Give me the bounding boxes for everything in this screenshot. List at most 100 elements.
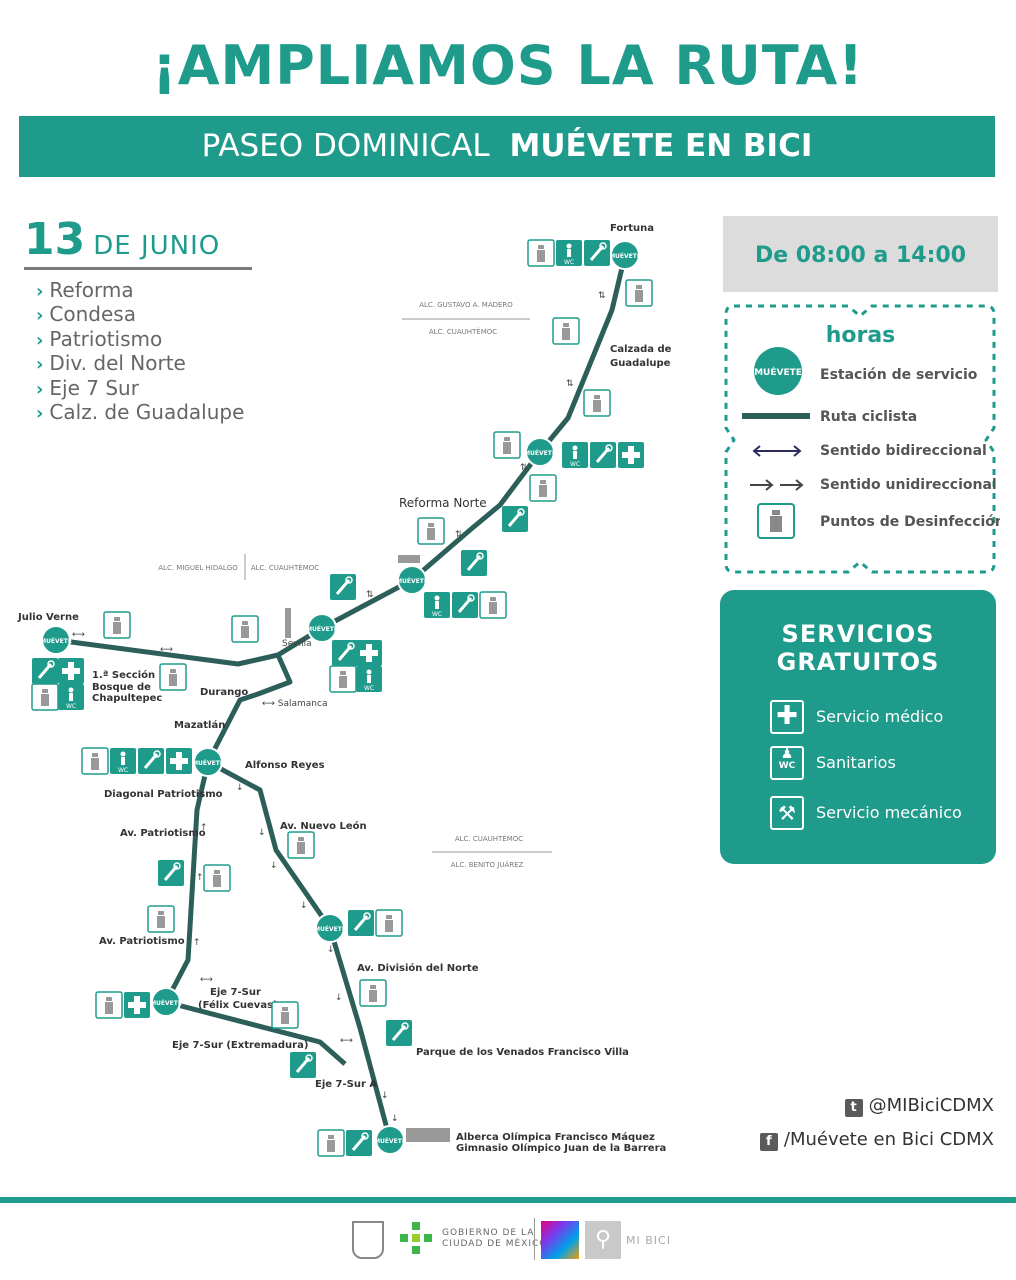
date-day: 13 (24, 214, 86, 265)
legend-station-label: Estación de servicio (820, 367, 978, 383)
svg-text:Bosque de: Bosque de (92, 682, 151, 693)
svg-text:Sevilla: Sevilla (282, 639, 312, 649)
mibici-color-logo (541, 1221, 579, 1259)
twitter-link[interactable]: t@MIBiciCDMX (760, 1089, 994, 1123)
street-item: ›Patriotismo (36, 326, 163, 351)
svg-text:Julio Verne: Julio Verne (17, 612, 79, 623)
banner-title: MUÉVETE EN BICI (509, 128, 813, 164)
svg-text:⇅: ⇅ (520, 463, 528, 473)
svg-text:⟷: ⟷ (160, 645, 173, 655)
svg-text:Chapultepec: Chapultepec (92, 693, 162, 704)
svg-text:ALC. MIGUEL HIDALGO: ALC. MIGUEL HIDALGO (158, 564, 238, 572)
street-item: ›Condesa (36, 302, 136, 327)
facebook-icon: f (759, 1133, 778, 1151)
service-medical: Servicio médico (816, 707, 944, 726)
restroom-icon: ♟WC (770, 746, 804, 780)
street-item: ›Eje 7 Sur (36, 375, 139, 400)
svg-text:(Félix Cuevas): (Félix Cuevas) (198, 999, 278, 1011)
svg-text:Parque de los Venados Francisc: Parque de los Venados Francisco Villa (416, 1047, 629, 1058)
svg-text:⇅: ⇅ (598, 291, 606, 301)
wrench-icon: ⚒ (770, 796, 804, 830)
sanitizer-icon (757, 503, 795, 539)
svg-text:Av. Nuevo León: Av. Nuevo León (280, 820, 367, 832)
legend-unidirectional-label: Sentido unidireccional (820, 477, 997, 493)
svg-text:↑: ↑ (193, 938, 201, 948)
svg-text:⟷: ⟷ (72, 630, 85, 640)
svg-text:↓: ↓ (270, 861, 278, 871)
svg-text:Av. Patriotismo: Av. Patriotismo (120, 828, 206, 839)
footer-separator (534, 1218, 535, 1260)
date-month: DE JUNIO (93, 231, 221, 261)
svg-text:↓: ↓ (391, 1114, 399, 1124)
svg-text:Alberca Olímpica Francisco Máq: Alberca Olímpica Francisco Máquez (456, 1131, 655, 1143)
svg-text:ALC. CUAUHTÉMOC: ALC. CUAUHTÉMOC (455, 834, 523, 843)
route-map: WC MUÉVETE ALC. GUSTAVO A. MADERO ALC. C… (17, 223, 672, 1158)
svg-text:ALC. CUAUHTÉMOC: ALC. CUAUHTÉMOC (251, 563, 319, 572)
headline: ¡AMPLIAMOS LA RUTA! (152, 34, 864, 97)
free-services-panel: SERVICIOS GRATUITOS ✚ Servicio médico ♟W… (720, 590, 996, 864)
svg-text:MUÉVETE: MUÉVETE (754, 366, 802, 378)
svg-text:Reforma Norte: Reforma Norte (399, 496, 487, 510)
svg-text:↓: ↓ (327, 945, 335, 955)
legend-bidirectional-label: Sentido bidireccional (820, 443, 987, 459)
svg-text:Av. Patriotismo: Av. Patriotismo (99, 936, 185, 947)
svg-text:Mazatlán: Mazatlán (174, 719, 225, 731)
legend: MUÉVETE Estación de servicio Ruta ciclis… (724, 304, 1000, 574)
svg-text:Guadalupe: Guadalupe (610, 358, 671, 369)
svg-text:Eje 7-Sur A: Eje 7-Sur A (315, 1079, 377, 1090)
footer-divider (0, 1197, 1016, 1203)
svg-text:↓: ↓ (258, 828, 266, 838)
borough-boundaries: ALC. GUSTAVO A. MADERO ALC. CUAUHTÉMOC A… (158, 301, 552, 869)
service-restrooms: Sanitarios (816, 753, 896, 772)
svg-text:Av. División del Norte: Av. División del Norte (357, 962, 479, 974)
landmark-icons (285, 555, 450, 1142)
cdmx-logo (398, 1220, 434, 1256)
services-title: SERVICIOS GRATUITOS (776, 620, 940, 676)
svg-text:↑: ↑ (200, 823, 208, 833)
svg-text:ALC. BENITO JUÁREZ: ALC. BENITO JUÁREZ (451, 860, 524, 869)
svg-text:Gimnasio Olímpico Juan de la B: Gimnasio Olímpico Juan de la Barrera (456, 1142, 666, 1154)
svg-text:⟷: ⟷ (340, 1036, 353, 1046)
svg-text:↑: ↑ (196, 873, 204, 883)
social-links: t@MIBiciCDMX f/Muévete en Bici CDMX (759, 1089, 994, 1157)
street-item: ›Div. del Norte (36, 351, 186, 376)
event-banner: PASEO DOMINICAL MUÉVETE EN BICI (19, 116, 995, 177)
coat-of-arms-logo (352, 1221, 384, 1259)
date-divider (24, 267, 252, 270)
svg-text:1.ª Sección: 1.ª Sección (92, 669, 155, 681)
chevron-right-icon: › (36, 305, 44, 327)
unidirectional-arrow-icon (750, 479, 804, 491)
svg-text:↓: ↓ (236, 783, 244, 793)
svg-text:↓: ↓ (381, 1091, 389, 1101)
svg-text:↓: ↓ (335, 993, 343, 1003)
svg-text:⇅: ⇅ (366, 590, 374, 600)
medical-cross-icon: ✚ (770, 700, 804, 734)
svg-text:ALC. GUSTAVO A. MADERO: ALC. GUSTAVO A. MADERO (419, 301, 513, 309)
chevron-right-icon: › (36, 354, 44, 376)
svg-text:↓: ↓ (367, 1063, 375, 1073)
twitter-icon: t (844, 1099, 863, 1117)
svg-text:Eje 7-Sur (Extremadura): Eje 7-Sur (Extremadura) (172, 1040, 308, 1051)
banner-prefix: PASEO DOMINICAL (201, 128, 490, 164)
bike-route (55, 254, 628, 1141)
facebook-link[interactable]: f/Muévete en Bici CDMX (759, 1123, 994, 1157)
service-mechanic: Servicio mecánico (816, 803, 962, 822)
legend-route-label: Ruta ciclista (820, 409, 917, 425)
station-badge-icon: MUÉVETE (754, 347, 802, 395)
svg-text:↓: ↓ (300, 901, 308, 911)
svg-text:⟷ Salamanca: ⟷ Salamanca (262, 699, 327, 709)
street-item: ›Reforma (36, 278, 134, 302)
legend-sanitizer-label: Puntos de Desinfección (820, 514, 1000, 530)
svg-text:Diagonal Patriotismo: Diagonal Patriotismo (104, 789, 223, 800)
svg-text:⟷: ⟷ (200, 975, 213, 985)
svg-text:Eje 7-Sur: Eje 7-Sur (210, 987, 261, 998)
bidirectional-arrow-icon (752, 445, 802, 457)
svg-text:ALC. CUAUHTÉMOC: ALC. CUAUHTÉMOC (429, 327, 497, 336)
place-labels: Fortuna Calzada de Guadalupe Reforma Nor… (17, 223, 672, 1154)
bicycle-icon: ⚲ (585, 1221, 621, 1259)
street-list: ›Reforma ›Condesa ›Patriotismo ›Div. del… (36, 278, 244, 425)
